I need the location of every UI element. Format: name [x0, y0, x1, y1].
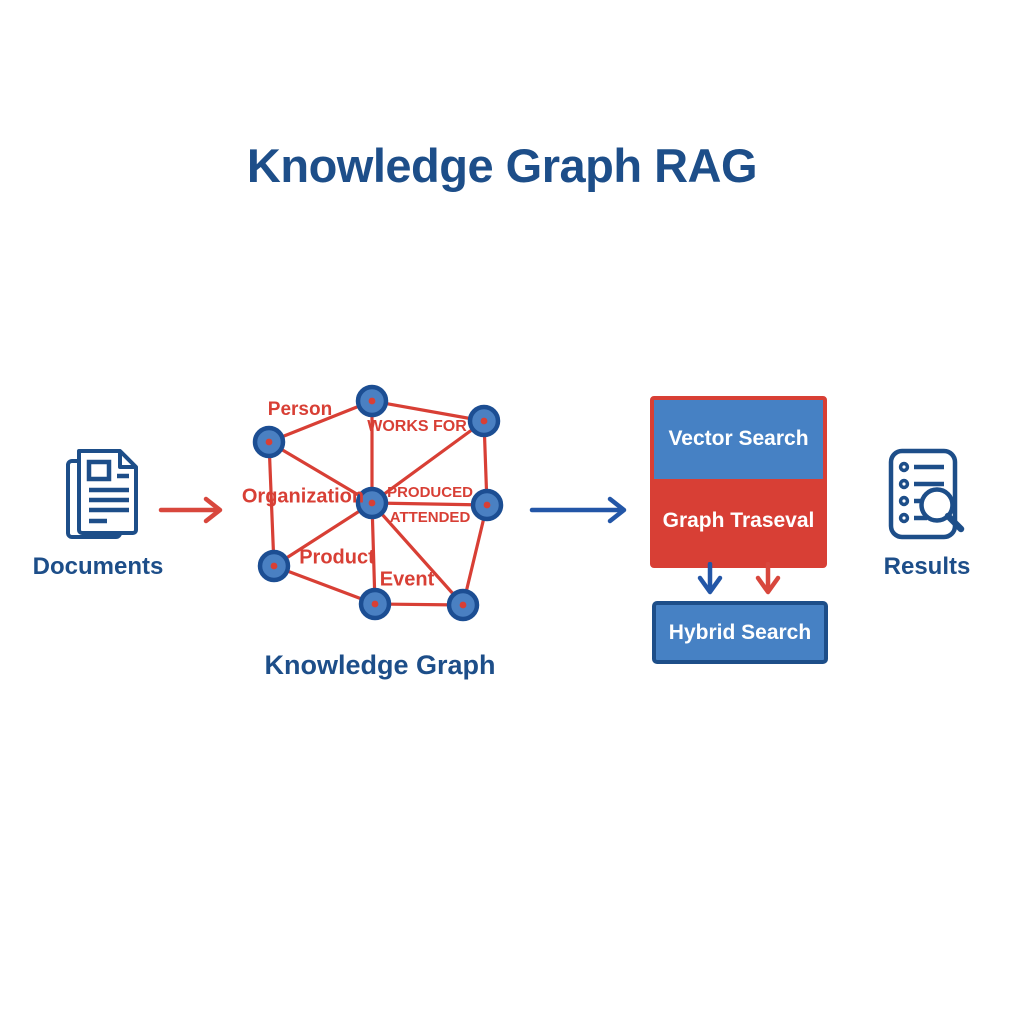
results-icon [888, 448, 965, 540]
graph-label: Product [299, 546, 375, 568]
graph-node-dot [270, 562, 278, 570]
page-title: Knowledge Graph RAG [246, 139, 758, 192]
graph-edge [272, 564, 377, 606]
graph-edge [272, 501, 374, 568]
graph-edge [370, 419, 486, 505]
graph-edge [267, 440, 374, 505]
graph-edge [370, 501, 489, 507]
graph-edge [370, 399, 486, 423]
arrow-graph-to-search [529, 496, 627, 524]
graph-edge [370, 501, 465, 607]
knowledge-graph-caption: Knowledge Graph [264, 650, 496, 680]
vector-down-arrow [697, 562, 723, 595]
vector-search-section: Vector Search [654, 400, 823, 479]
graph-edge [267, 440, 276, 568]
graph-node-dot [368, 397, 376, 405]
traversal-down-arrow [755, 562, 781, 595]
graph-label: WORKS FOR [367, 418, 467, 435]
graph-label: PRODUCED [387, 484, 473, 501]
graph-edge [461, 503, 489, 607]
results-label: Results [883, 553, 971, 580]
graph-node-dot [483, 501, 491, 509]
graph-label: Person [268, 399, 332, 420]
magnifier-icon [919, 487, 965, 533]
graph-node-dot [368, 499, 376, 507]
graph-node-dot [480, 417, 488, 425]
graph-label: Event [380, 568, 435, 590]
graph-label: ATTENDED [390, 509, 471, 526]
documents-label: Documents [32, 553, 164, 580]
graph-label: Organization [242, 485, 364, 507]
documents-icon [66, 449, 138, 539]
graph-edge [267, 399, 374, 444]
graph-node-dot [371, 600, 379, 608]
merge-arrows [697, 562, 781, 595]
arrow-documents-to-graph [158, 496, 223, 524]
hybrid-search-box: Hybrid Search [652, 601, 828, 664]
search-methods-box: Vector Search Graph Traseval [650, 396, 827, 568]
graph-edge [370, 501, 377, 606]
graph-traversal-section: Graph Traseval [654, 478, 823, 564]
graph-node-dot [459, 601, 467, 609]
graph-node-dot [265, 438, 273, 446]
